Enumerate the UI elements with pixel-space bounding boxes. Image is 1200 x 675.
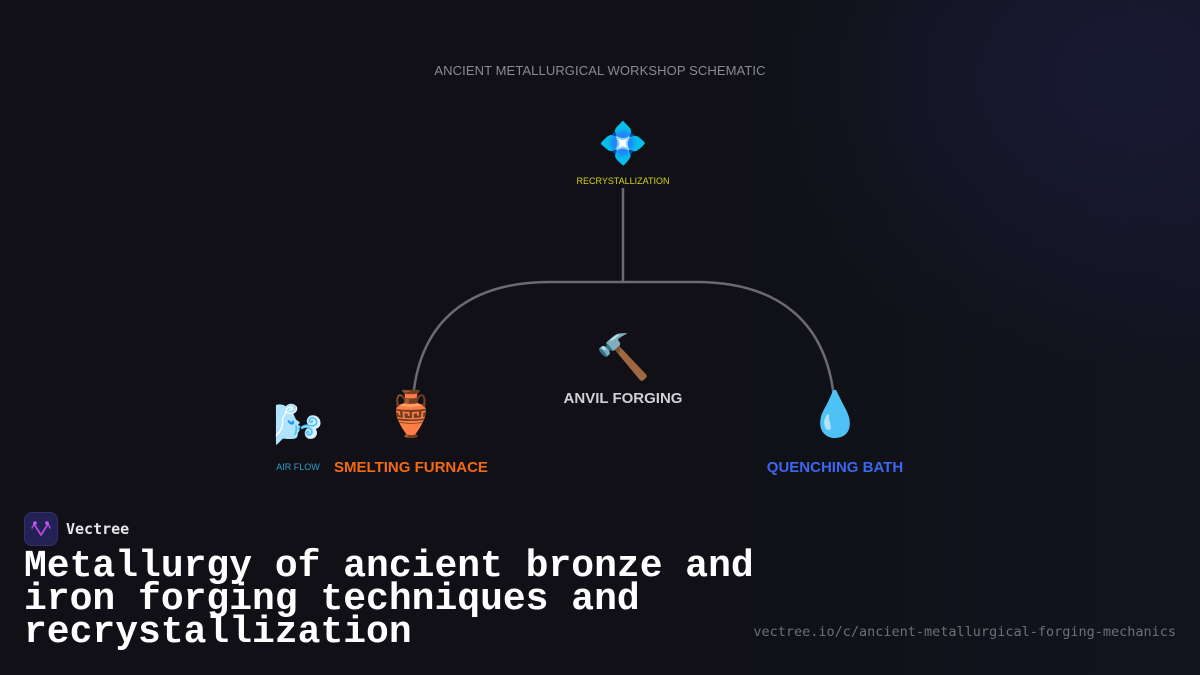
node-label: AIR FLOW	[276, 462, 320, 472]
brand: Vectree	[24, 512, 129, 546]
node-smelting-furnace[interactable]: 🏺 SMELTING FURNACE	[321, 390, 501, 477]
amphora-icon: 🏺	[383, 390, 439, 439]
node-recrystallization[interactable]: 💠 RECRYSTALLIZATION	[563, 124, 683, 186]
page-headline: Metallurgy of ancient bronze and iron fo…	[24, 545, 754, 654]
node-label: RECRYSTALLIZATION	[576, 176, 670, 186]
node-anvil-forging[interactable]: 🔨 ANVIL FORGING	[543, 333, 703, 408]
node-label: QUENCHING BATH	[766, 459, 904, 476]
schematic-title: ANCIENT METALLURGICAL WORKSHOP SCHEMATIC	[434, 63, 766, 78]
diamond-crystal-icon: 💠	[598, 122, 648, 166]
node-label: SMELTING FURNACE	[334, 459, 488, 476]
edge-to-smelting-furnace	[411, 280, 623, 399]
node-label: ANVIL FORGING	[563, 390, 683, 407]
hammer-icon: 🔨	[595, 333, 651, 382]
droplet-icon: 💧	[807, 390, 863, 439]
edge-to-quenching-bath	[623, 280, 836, 399]
node-quenching-bath[interactable]: 💧 QUENCHING BATH	[745, 390, 925, 477]
page-url[interactable]: vectree.io/c/ancient-metallurgical-forgi…	[753, 624, 1176, 640]
node-air-flow[interactable]: 🌬️ AIR FLOW	[258, 405, 338, 472]
vectree-logo-icon	[24, 512, 58, 546]
brand-name: Vectree	[66, 520, 130, 538]
wind-face-icon: 🌬️	[273, 403, 323, 447]
